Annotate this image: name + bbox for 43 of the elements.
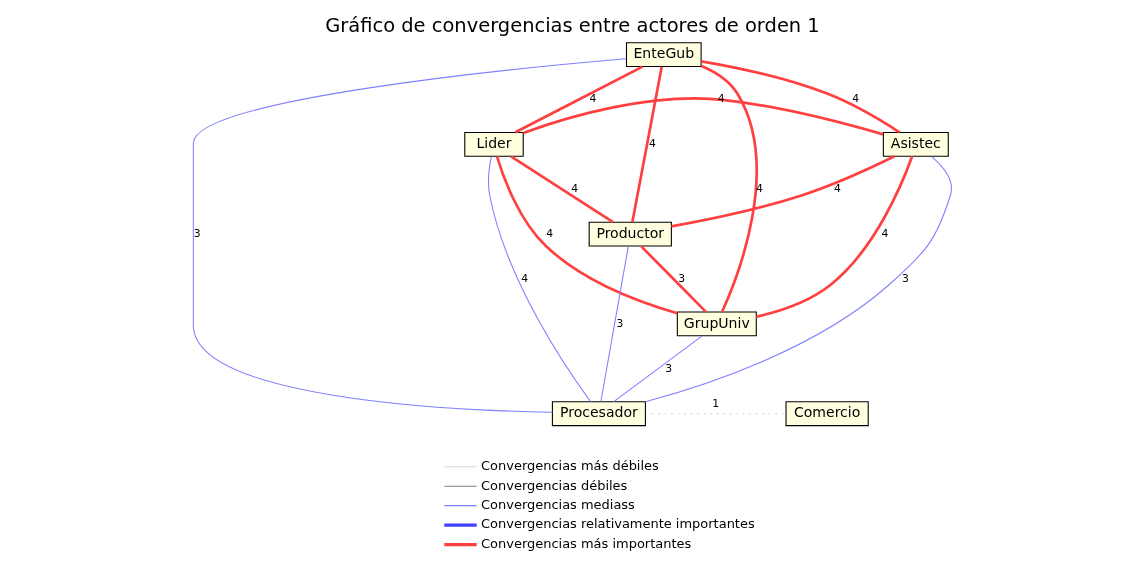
edge-label: 4: [717, 92, 725, 106]
connector: [671, 155, 896, 228]
edge-label: 4: [546, 226, 554, 240]
connector: [522, 97, 884, 136]
edge-label: 4: [571, 181, 579, 195]
edge-label: 3: [616, 316, 624, 330]
edge-label: 4: [589, 92, 597, 106]
legend-label: Convergencias relativamente importantes: [481, 516, 755, 532]
edge-label: 3: [678, 271, 686, 285]
legend-label: Convergencias mediass: [481, 496, 635, 512]
connector: [495, 155, 678, 315]
node-box: Productor: [588, 221, 672, 247]
edge-label: 4: [521, 271, 529, 285]
edge-label: 4: [649, 137, 656, 151]
connector: [600, 245, 629, 403]
node-box: Procesador: [551, 401, 646, 427]
legend-label: Convergencias más débiles: [481, 458, 659, 474]
connector: [613, 335, 703, 403]
connector: [700, 64, 758, 313]
connector: [644, 156, 952, 403]
node-box: GrupUniv: [676, 311, 757, 337]
node-box: Comercio: [785, 401, 869, 427]
node-box: Lider: [464, 131, 524, 157]
connector: [514, 65, 644, 134]
edge-label: 4: [881, 226, 889, 240]
legend-label: Convergencias más importantes: [481, 535, 692, 551]
connector: [510, 155, 614, 224]
diagram-title: Gráfico de convergencias entre actores de orden 1: [325, 14, 820, 38]
edge-label: 3: [193, 226, 201, 240]
edge-label: 1: [712, 397, 720, 411]
connector: [631, 66, 664, 223]
edge-label: 4: [833, 181, 841, 195]
legend-label: Convergencias débiles: [481, 477, 628, 493]
connector: [487, 156, 592, 403]
connector: [192, 58, 627, 413]
edge-label: 4: [852, 92, 860, 106]
node-box: EnteGub: [625, 42, 702, 68]
node-box: Asistec: [882, 131, 949, 157]
connector: [701, 59, 901, 134]
connector: [640, 245, 707, 313]
edge-label: 3: [902, 271, 909, 285]
connector: [756, 155, 914, 319]
edge-label: 3: [665, 361, 673, 375]
